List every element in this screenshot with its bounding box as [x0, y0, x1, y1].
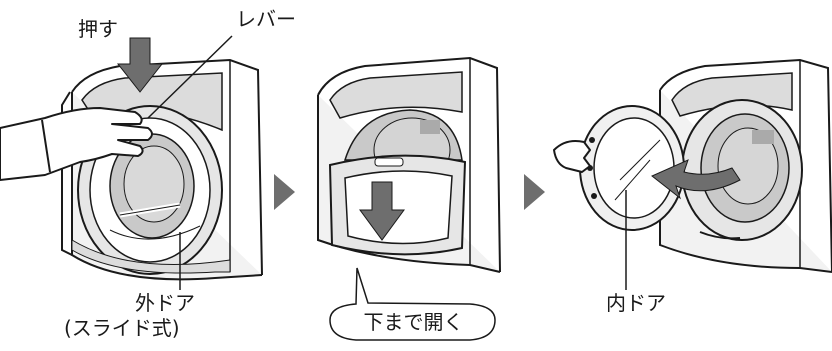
slide-down-arrow-icon [359, 181, 405, 241]
handle-slot [699, 231, 741, 240]
step-arrow-icon [524, 174, 545, 210]
hand-icon [0, 107, 153, 181]
top-panel-2 [329, 71, 463, 119]
step-arrow-icon [274, 174, 295, 210]
step3-panel [553, 58, 832, 290]
drum-3 [681, 99, 803, 241]
lever-label: レバー [236, 7, 296, 31]
lever-leader-line [147, 35, 233, 119]
push-label: 押す [78, 17, 118, 41]
callout-label: 下まで開く [363, 310, 464, 334]
outer-door-label: 外ドア [135, 291, 195, 315]
step2-panel [317, 56, 501, 341]
push-arrow-icon [116, 37, 164, 93]
bottom-panel [71, 239, 231, 274]
rotate-arrow-icon [651, 159, 741, 200]
outer-door-sub-label: (スライド式) [64, 316, 180, 340]
inner-door-label: 内ドア [606, 291, 666, 315]
outer-door-slid [328, 154, 467, 256]
step1-panel [0, 35, 263, 290]
hand-icon [553, 140, 591, 173]
inner-door [579, 105, 685, 231]
callout-bubble [329, 267, 496, 341]
